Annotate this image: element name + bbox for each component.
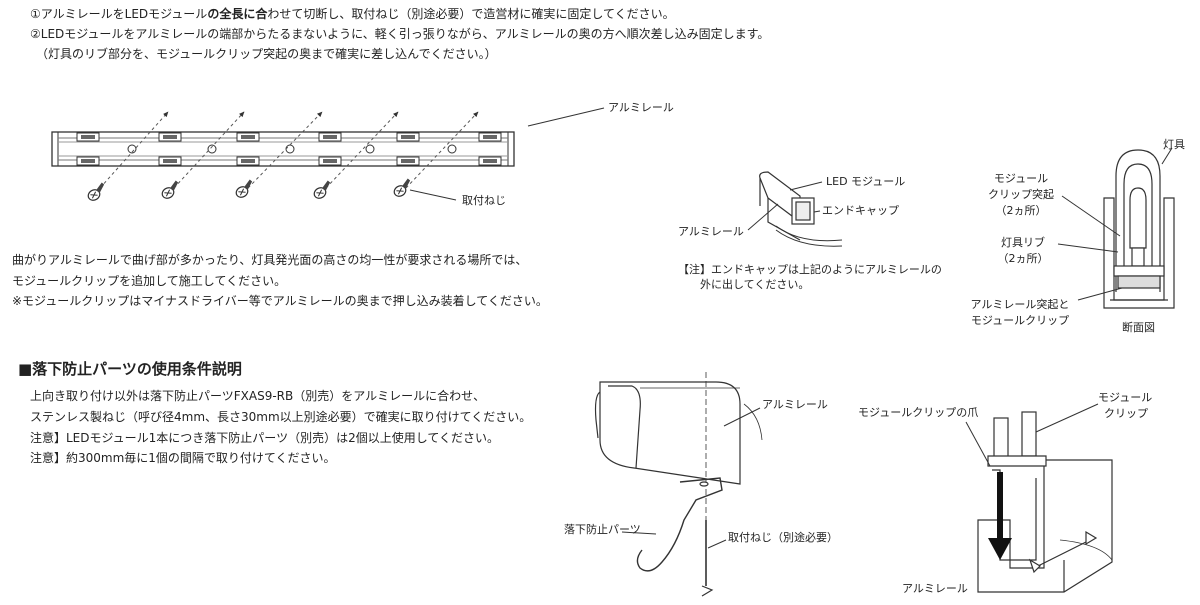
instruction-line-1a: ①アルミレールをLEDモジュール [30, 7, 208, 21]
section-fixture-label: 灯具 [1163, 138, 1185, 151]
instruction-line-1c: わせて切断し、取付ねじ（別途必要）で造営材に確実に固定してください。 [267, 7, 675, 21]
section-caption: 断面図 [1122, 321, 1155, 334]
endcap-note-line-1: 【注】エンドキャップは上記のようにアルミレールの [678, 263, 942, 276]
section-clip-line-1: モジュール [993, 172, 1049, 185]
screw-label: 取付ねじ [462, 194, 506, 207]
clip-figure-claw-label: モジュールクリップの爪 [858, 406, 979, 419]
instruction-line-3: （灯具のリブ部分を、モジュールクリップ突起の奥まで確実に差し込んでください。） [36, 47, 497, 61]
section-bottom-line-2: モジュールクリップ [970, 314, 1070, 327]
clip-figure-rail-label: アルミレール [902, 582, 968, 595]
mounting-screws [99, 111, 479, 189]
endcap-led-module-label: LED モジュール [826, 175, 906, 188]
section-clip-line-2: クリップ突起 [988, 188, 1054, 201]
fall-section-heading: ■落下防止パーツの使用条件説明 [18, 360, 242, 378]
fall-section-line-1: 上向き取り付け以外は落下防止パーツFXAS9-RB（別売）をアルミレールに合わせ… [30, 389, 486, 403]
section-rib-line-1: 灯具リブ [1001, 236, 1045, 249]
end-cap-drawing [747, 171, 843, 247]
endcap-end-cap-label: エンドキャップ [822, 204, 899, 217]
curve-note-line-1: 曲がりアルミレールで曲げ部が多かったり、灯具発光面の高さの均一性が要求される場所… [12, 253, 528, 267]
aluminum-rail-drawing [51, 107, 605, 167]
fall-section-line-2: ステンレス製ねじ（呼び径4mm、長さ30mm以上別途必要）で確実に取り付けてくだ… [30, 410, 532, 424]
clip-figure-clip-line-2: クリップ [1104, 407, 1148, 420]
section-clip-line-3: （2ヵ所） [995, 204, 1047, 217]
fall-figure-rail-label: アルミレール [762, 398, 828, 411]
endcap-rail-label: アルミレール [678, 225, 744, 238]
cross-section-drawing [1057, 147, 1175, 309]
endcap-note-line-2: 外に出してください。 [700, 278, 810, 291]
instruction-line-1b: の全長に合 [207, 7, 268, 21]
fall-section-line-3: 注意】LEDモジュール1本につき落下防止パーツ（別売）は2個以上使用してください… [30, 431, 499, 445]
section-rib-line-2: （2ヵ所） [997, 252, 1049, 265]
screw-icons [84, 177, 457, 203]
curve-note-line-3: ※モジュールクリップはマイナスドライバー等でアルミレールの奥まで押し込み装着して… [12, 294, 548, 308]
module-clip-drawing [965, 403, 1113, 593]
fall-section-line-4: 注意】約300mm毎に1個の間隔で取り付けてください。 [30, 451, 336, 465]
section-bottom-line-1: アルミレール突起と [970, 298, 1070, 311]
fall-prevention-drawing [594, 372, 763, 597]
instruction-line-1: ①アルミレールをLEDモジュールの全長に合わせて切断し、取付ねじ（別途必要）で造… [30, 6, 675, 22]
clip-figure-clip-line-1: モジュール [1098, 391, 1153, 404]
curve-note-line-2: モジュールクリップを追加して施工してください。 [12, 274, 287, 288]
instruction-line-2: ②LEDモジュールをアルミレールの端部からたるまないように、軽く引っ張りながら、… [30, 27, 770, 41]
rail-label: アルミレール [608, 101, 674, 114]
fall-figure-part-label: 落下防止パーツ [564, 523, 641, 536]
fall-figure-screw-label: 取付ねじ（別途必要） [728, 531, 838, 544]
